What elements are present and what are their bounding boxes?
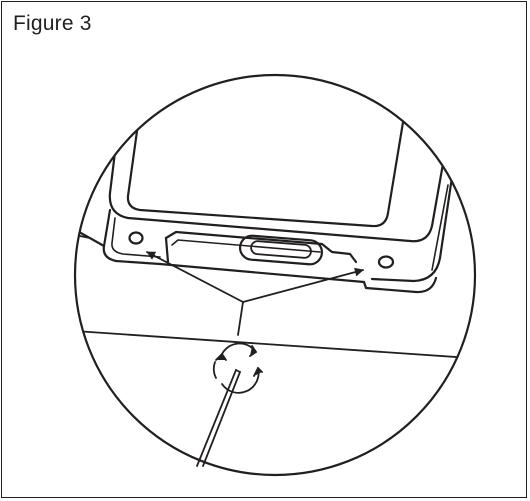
magnifier-circle <box>73 73 477 477</box>
figure-caption: Figure 3 <box>13 12 92 35</box>
port-recess-outline <box>164 230 358 264</box>
rotation-indicator <box>212 342 263 394</box>
screw-pointer-arrows <box>146 251 364 336</box>
screwdriver-icon <box>196 369 241 467</box>
pointer-stem <box>237 301 244 336</box>
rotation-arrowhead-1 <box>215 353 227 361</box>
device-body <box>75 78 475 361</box>
rotation-arrowhead-2 <box>249 345 257 357</box>
device-right-side <box>370 148 458 283</box>
left-pointer-arrow <box>146 251 244 303</box>
device-base-right <box>362 276 438 294</box>
left-screw-hole <box>128 231 144 245</box>
surface-line-upper <box>75 329 475 361</box>
device-left-side-inner <box>111 217 161 258</box>
rotation-arrowhead-3 <box>253 367 263 377</box>
surface-line-left <box>75 231 91 239</box>
device-top-plate <box>126 78 412 228</box>
usb-port-outer <box>238 234 324 266</box>
screwdriver-shaft-left <box>196 369 237 467</box>
usb-port-inner <box>250 240 312 259</box>
port-recess-left-wall <box>164 236 170 264</box>
port-recess-inner <box>171 239 321 253</box>
screwdriver-shaft-right <box>202 371 241 467</box>
device-right-side-inner <box>431 184 449 271</box>
right-screw-hole <box>377 255 395 269</box>
rotation-arc-left <box>212 361 217 379</box>
screwdriver-tip <box>235 369 241 373</box>
right-pointer-arrow <box>242 267 364 303</box>
device-housing-edge <box>108 88 458 243</box>
rotation-arc-bottom <box>221 367 260 394</box>
device-base-edge <box>158 262 366 284</box>
